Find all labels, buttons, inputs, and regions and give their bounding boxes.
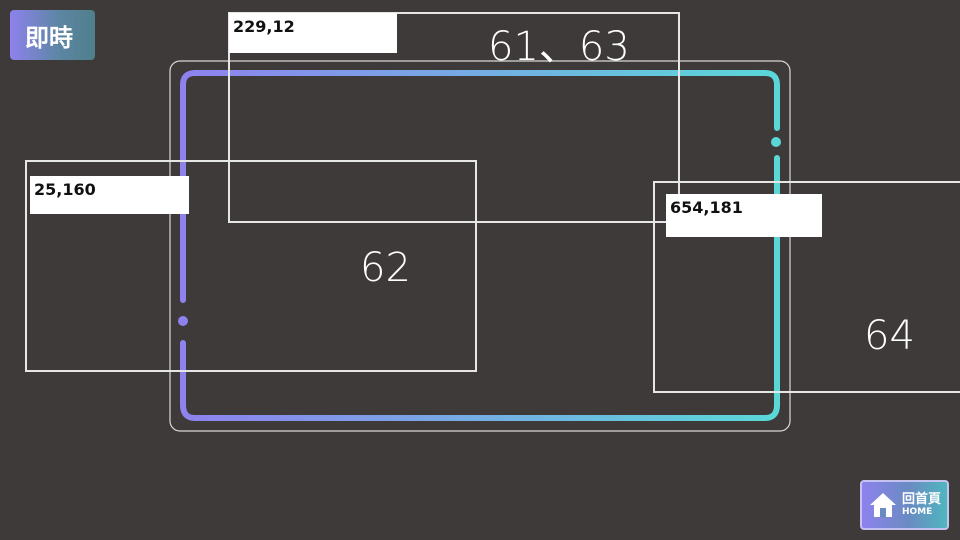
tablet-side-dot (178, 316, 188, 326)
region-number: 62 (360, 245, 411, 291)
region-box-61-63[interactable] (228, 12, 680, 223)
realtime-label: 即時 (25, 23, 73, 52)
region-box-62[interactable] (25, 160, 477, 372)
home-label-zh: 回首頁 (902, 492, 942, 507)
region-box-64[interactable] (653, 181, 960, 393)
tablet-outer-outline (169, 60, 791, 432)
coord-label: 654,181 (666, 194, 822, 237)
coord-label: 25,160 (30, 176, 189, 214)
coord-label: 229,12 (229, 13, 397, 53)
home-button[interactable]: 回首頁 HOME (860, 480, 949, 530)
realtime-button[interactable]: 即時 (10, 10, 95, 60)
region-number: 61、63 (488, 24, 630, 70)
coord-text: 229,12 (233, 17, 295, 36)
tablet-camera-dot (771, 137, 781, 147)
house-icon (870, 493, 896, 517)
tablet-screen-frame (180, 70, 780, 421)
coord-text: 25,160 (34, 180, 96, 199)
coord-text: 654,181 (670, 198, 743, 217)
region-number: 64 (864, 313, 915, 359)
home-label-en: HOME (902, 507, 933, 517)
